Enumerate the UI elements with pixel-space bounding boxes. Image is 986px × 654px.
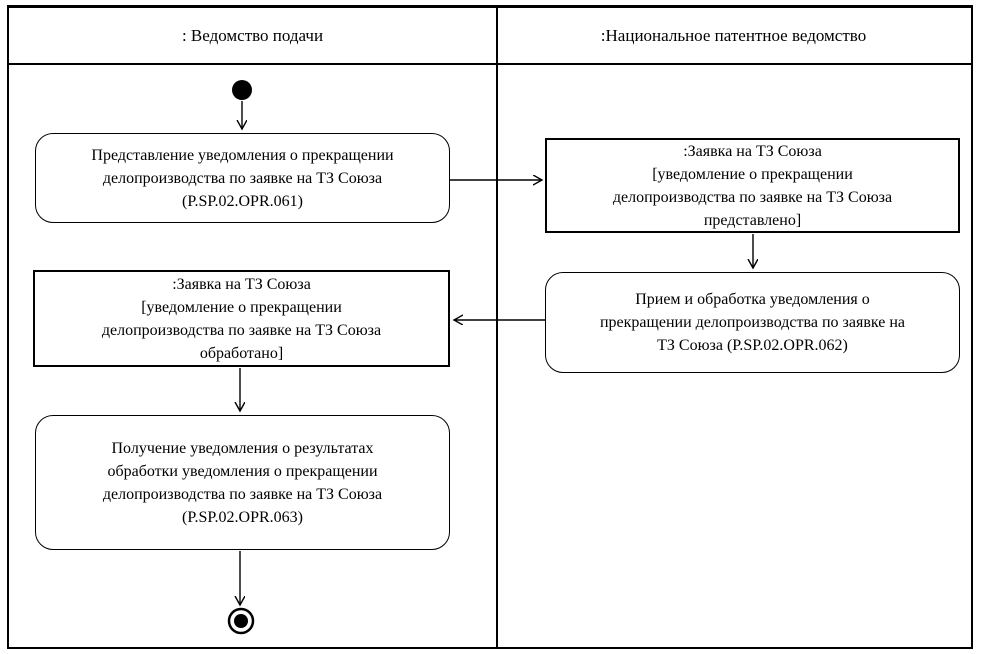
lane-header-separator <box>7 63 973 65</box>
lane-divider <box>496 5 498 648</box>
activity-submit-notification: Представление уведомления о прекращении … <box>35 133 450 223</box>
lane-header-filing-office: : Ведомство подачи <box>181 26 324 45</box>
object-application-notification-processed: :Заявка на ТЗ Союза [уведомление о прекр… <box>33 270 450 367</box>
activity-receive-process-notification: Прием и обработка уведомления о прекраще… <box>545 272 960 373</box>
lane-header-national-patent-office: :Национальное патентное ведомство <box>600 26 867 45</box>
activity-receive-processing-result: Получение уведомления о результатах обра… <box>35 415 450 550</box>
object-application-notification-submitted: :Заявка на ТЗ Союза [уведомление о прекр… <box>545 138 960 233</box>
